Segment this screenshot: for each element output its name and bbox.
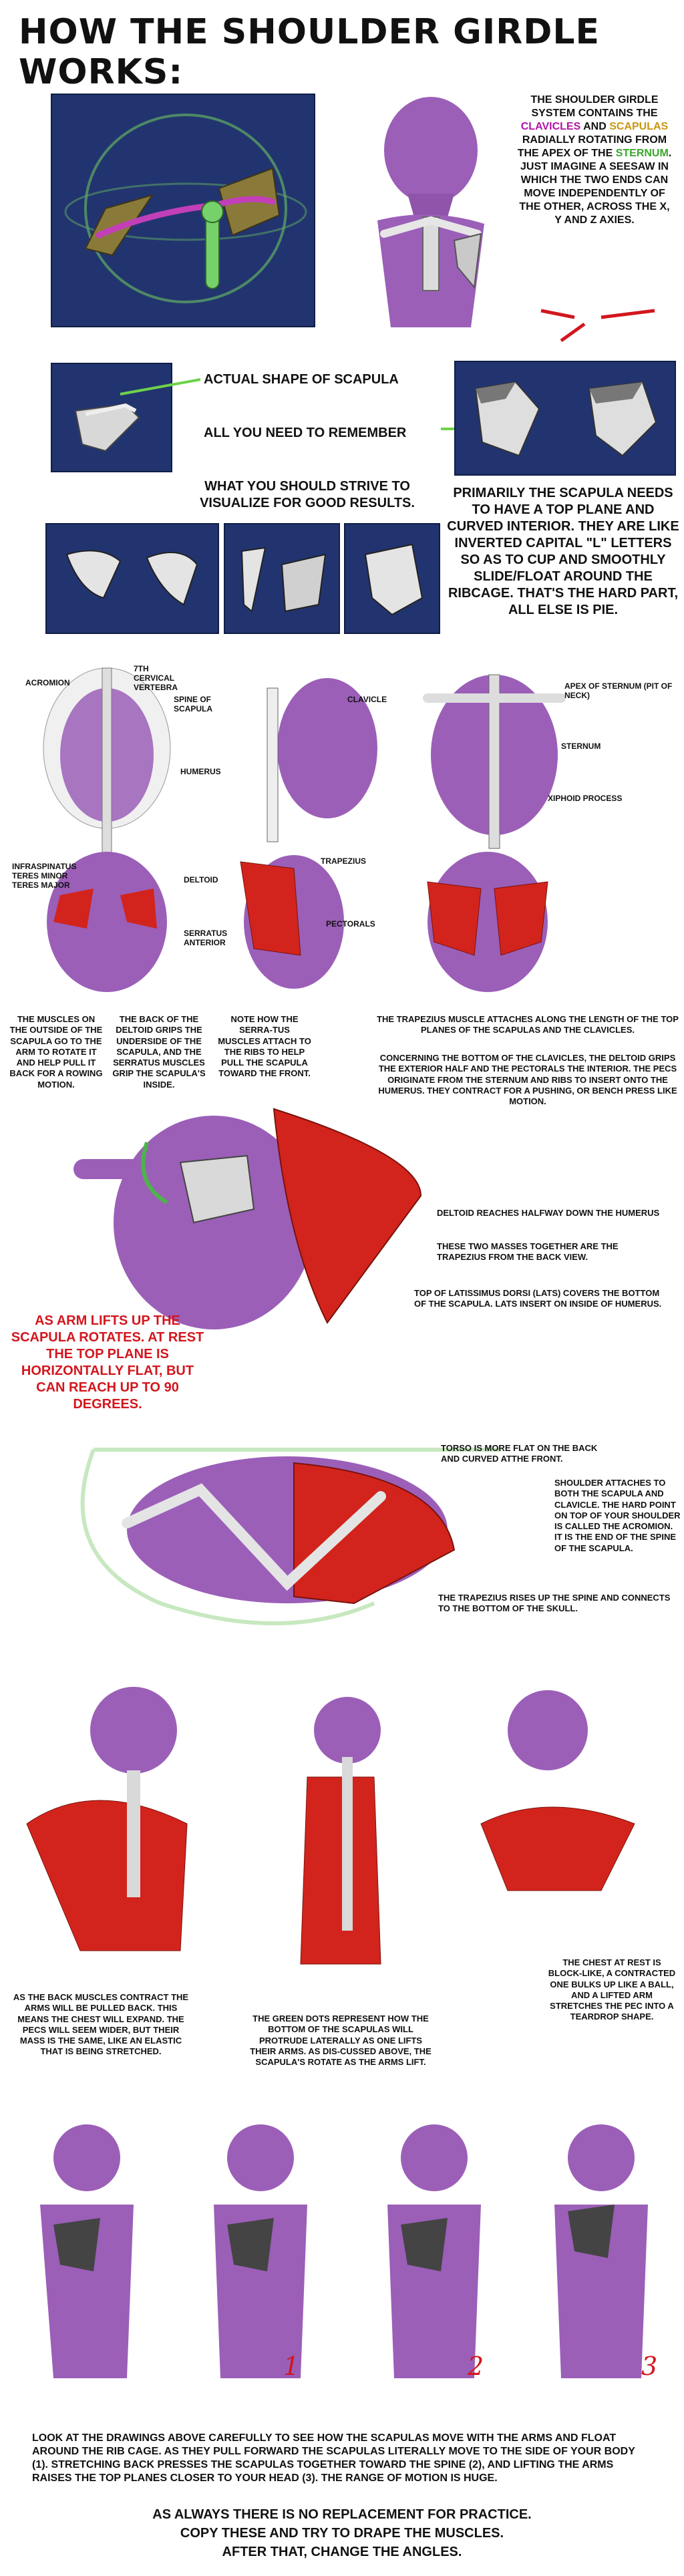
remember-label: ALL YOU NEED TO REMEMBER: [204, 426, 407, 440]
label-pectorals: PECTORALS: [326, 919, 375, 929]
girdle-diagram: [64, 114, 307, 303]
three-figures: [26, 1687, 635, 1965]
scapulas-term: SCAPULAS: [609, 121, 669, 132]
number-1: 1: [283, 2352, 300, 2381]
label-spine-of-scapula: SPINE OF SCAPULA: [174, 695, 213, 713]
green-dots-text: THE GREEN DOTS REPRESENT HOW THE BOTTOM …: [250, 2014, 432, 2067]
label-clavicle: CLAVICLE: [347, 695, 387, 704]
note-concerning: CONCERNING THE BOTTOM OF THE CLAVICLES, …: [378, 1053, 677, 1106]
closing-line-2: COPY THESE AND TRY TO DRAPE THE MUSCLES.: [180, 2526, 504, 2541]
intro-and: AND: [583, 121, 607, 132]
note-deltoid-grips: THE BACK OF THE DELTOID GRIPS THE UNDERS…: [112, 1014, 206, 1090]
label-trapezius: TRAPEZIUS: [321, 856, 367, 866]
strive-panel-1: [45, 523, 219, 634]
simple-scapula-panel: [454, 361, 676, 476]
chest-rest-text: THE CHEST AT REST IS BLOCK-LIKE, A CONTR…: [548, 1957, 676, 2022]
top-view-figure: [80, 1448, 501, 1625]
label-humerus: HUMERUS: [180, 767, 221, 776]
intro-part3: . JUST IMAGINE A SEESAW IN WHICH THE TWO…: [519, 148, 672, 226]
skeleton-figure: [377, 97, 484, 327]
trapezius-rises-text: THE TRAPEZIUS RISES UP THE SPINE AND CON…: [438, 1593, 671, 1614]
closing-line-3: AFTER THAT, CHANGE THE ANGLES.: [222, 2545, 462, 2559]
label-apex-of-sternum: APEX OF STERNUM (PIT OF NECK): [564, 681, 673, 700]
lats-text: TOP OF LATISSIMUS DORSI (LATS) COVERS TH…: [414, 1288, 662, 1309]
sternum-term: STERNUM: [615, 148, 669, 159]
closing-look-text: LOOK AT THE DRAWINGS ABOVE CAREFULLY TO …: [32, 2432, 635, 2484]
label-serratus: SERRATUS ANTERIOR: [184, 929, 228, 947]
number-3: 3: [641, 2352, 658, 2381]
strive-text: WHAT YOU SHOULD STRIVE TO VISUALIZE FOR …: [200, 479, 415, 510]
deltoid-halfway-text: DELTOID REACHES HALFWAY DOWN THE HUMERUS: [437, 1208, 660, 1218]
actual-scapula-panel: [51, 363, 172, 472]
intro-text: THE SHOULDER GIRDLE SYSTEM CONTAINS THE …: [514, 94, 675, 227]
shoulder-attaches-text: SHOULDER ATTACHES TO BOTH THE SCAPULA AN…: [554, 1478, 681, 1553]
label-xiphoid: XIPHOID PROCESS: [548, 794, 623, 803]
intro-part1: THE SHOULDER GIRDLE SYSTEM CONTAINS THE: [530, 94, 659, 119]
skeleton-row: [43, 667, 566, 856]
label-infraspinatus: INFRASPINATUS TERES MINOR TERES MAJOR: [12, 862, 77, 890]
torso-text: TORSO IS MORE FLAT ON THE BACK AND CURVE…: [441, 1443, 598, 1464]
rotation-figure: [73, 1108, 422, 1329]
closing-line-1: AS ALWAYS THERE IS NO REPLACEMENT FOR PR…: [152, 2507, 532, 2522]
arm-lifts-text: AS ARM LIFTS UP THE SCAPULA ROTATES. AT …: [11, 1313, 204, 1412]
number-2: 2: [468, 2352, 484, 2381]
strive-panel-3: [344, 523, 440, 634]
intro-part2: RADIALLY ROTATING FROM THE APEX OF THE: [517, 134, 667, 159]
seesaw-icons: [540, 309, 655, 343]
strive-panel-2: [224, 523, 340, 634]
note-serratus: NOTE HOW THE SERRA-TUS MUSCLES ATTACH TO…: [218, 1014, 311, 1079]
back-contract-text: AS THE BACK MUSCLES CONTRACT THE ARMS WI…: [13, 1992, 189, 2057]
page-title: HOW THE SHOULDER GIRDLE WORKS:: [19, 12, 601, 92]
label-deltoid: DELTOID: [184, 875, 218, 884]
four-figures: [40, 2124, 648, 2378]
clavicles-term: CLAVICLES: [520, 121, 581, 132]
label-acromion: ACROMION: [25, 678, 70, 687]
label-seventh-cervical: 7TH CERVICAL VERTEBRA: [134, 664, 178, 692]
note-trapezius: THE TRAPEZIUS MUSCLE ATTACHES ALONG THE …: [377, 1014, 679, 1035]
girdle-diagram-panel: [51, 94, 315, 327]
muscle-row: [47, 852, 548, 992]
actual-shape-label: ACTUAL SHAPE OF SCAPULA: [204, 372, 399, 387]
primarily-text: PRIMARILY THE SCAPULA NEEDS TO HAVE A TO…: [447, 486, 679, 617]
label-sternum: STERNUM: [561, 742, 601, 751]
two-masses-text: THESE TWO MASSES TOGETHER ARE THE TRAPEZ…: [437, 1241, 619, 1263]
note-outside: THE MUSCLES ON THE OUTSIDE OF THE SCAPUL…: [9, 1014, 103, 1090]
